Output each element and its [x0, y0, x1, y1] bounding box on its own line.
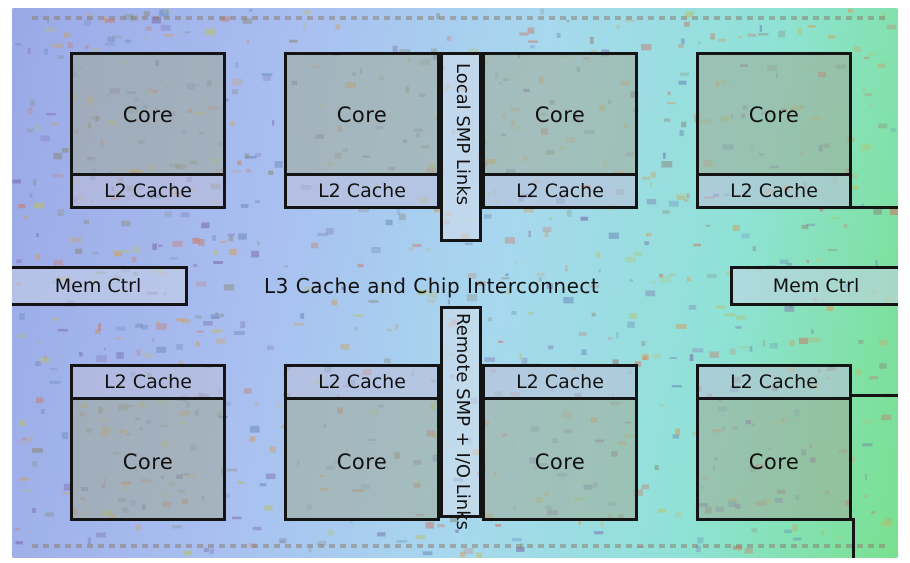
remote-smp-links-strip: Remote SMP + I/O Links — [440, 306, 482, 530]
l2-cache-bottom-3: L2 Cache — [482, 364, 638, 400]
core-bottom-4: Core — [696, 397, 852, 521]
l2-cache-top-1: L2 Cache — [70, 173, 226, 209]
mem-ctrl-right: Mem Ctrl — [730, 266, 898, 306]
l2-cache-bottom-4: L2 Cache — [696, 364, 852, 400]
l2-cache-bottom-1: L2 Cache — [70, 364, 226, 400]
core-label: Core — [122, 450, 174, 474]
right-edge-bracket — [852, 394, 898, 397]
l2-cache-label: L2 Cache — [318, 180, 406, 202]
core-top-3: Core — [482, 52, 638, 176]
mem-ctrl-label: Mem Ctrl — [772, 275, 860, 297]
core-bottom-3: Core — [482, 397, 638, 521]
right-edge-bracket — [852, 206, 898, 209]
l2-cache-top-4: L2 Cache — [696, 173, 852, 209]
core-label: Core — [534, 450, 586, 474]
core-label: Core — [336, 103, 388, 127]
l2-cache-label: L2 Cache — [104, 371, 192, 393]
right-edge-bracket — [852, 518, 855, 558]
l2-cache-label: L2 Cache — [318, 371, 406, 393]
l2-cache-label: L2 Cache — [104, 180, 192, 202]
l2-cache-top-2: L2 Cache — [284, 173, 440, 209]
l2-cache-label: L2 Cache — [730, 371, 818, 393]
core-label: Core — [122, 103, 174, 127]
l3-interconnect-label: L3 Cache and Chip Interconnect — [264, 274, 600, 298]
core-label: Core — [336, 450, 388, 474]
l2-cache-label: L2 Cache — [516, 180, 604, 202]
chip-die: Core Core Core Core L2 Cache L2 Cache L2… — [12, 8, 898, 558]
local-smp-links-label: Local SMP Links — [452, 63, 473, 206]
core-bottom-1: Core — [70, 397, 226, 521]
core-label: Core — [748, 450, 800, 474]
core-bottom-2: Core — [284, 397, 440, 521]
remote-smp-links-label: Remote SMP + I/O Links — [452, 313, 473, 531]
core-top-2: Core — [284, 52, 440, 176]
core-top-4: Core — [696, 52, 852, 176]
mem-ctrl-left: Mem Ctrl — [12, 266, 188, 306]
core-label: Core — [534, 103, 586, 127]
mem-ctrl-label: Mem Ctrl — [54, 275, 142, 297]
core-top-1: Core — [70, 52, 226, 176]
local-smp-links-strip: Local SMP Links — [440, 52, 482, 242]
l2-cache-bottom-2: L2 Cache — [284, 364, 440, 400]
l2-cache-top-3: L2 Cache — [482, 173, 638, 209]
core-label: Core — [748, 103, 800, 127]
l2-cache-label: L2 Cache — [730, 180, 818, 202]
l2-cache-label: L2 Cache — [516, 371, 604, 393]
